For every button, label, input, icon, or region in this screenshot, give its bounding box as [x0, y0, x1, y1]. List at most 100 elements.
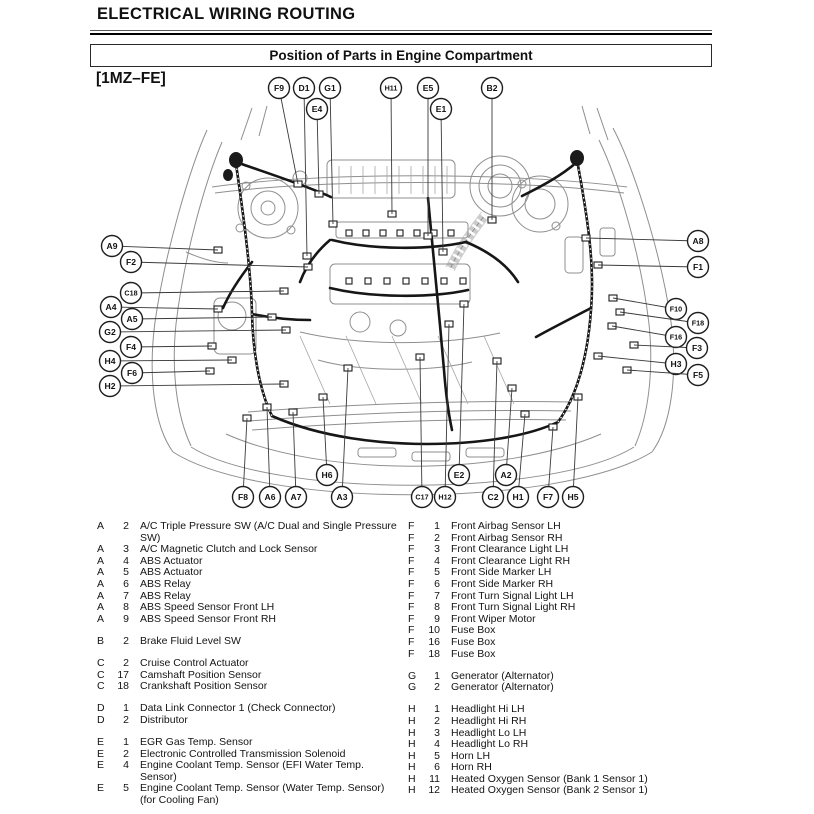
callout-circle — [480, 76, 504, 100]
part-number: 3 — [434, 543, 440, 556]
part-description: EGR Gas Temp. Sensor — [140, 735, 253, 748]
wiring-harness — [330, 238, 468, 250]
callout-label: F16 — [670, 333, 682, 342]
leader-line — [109, 383, 285, 387]
part-description: Fuse Box — [451, 624, 496, 637]
section-header-label: Position of Parts in Engine Compartment — [269, 48, 533, 63]
part-description: Data Link Connector 1 (Check Connector) — [140, 702, 336, 715]
callout-F7: F7 — [536, 423, 560, 509]
part-letter: A — [97, 520, 105, 532]
part-letter: F — [408, 601, 415, 614]
connector — [345, 277, 353, 285]
part-letter: E — [97, 747, 105, 760]
part-number: 10 — [428, 624, 440, 637]
callout-circle — [664, 325, 688, 349]
callout-label: A4 — [106, 302, 117, 312]
leader-line — [458, 303, 465, 476]
harness-grommet — [223, 169, 233, 181]
callout-circle — [119, 335, 143, 359]
legend-row: F 8 Front Turn Signal Light RH — [408, 602, 720, 614]
body-outline — [299, 331, 501, 344]
part-description: Heated Oxygen Sensor (Bank 1 Sensor 1) — [451, 772, 648, 785]
part-number: 18 — [428, 647, 440, 660]
part-description: Engine Coolant Temp. Sensor (Water Temp.… — [140, 782, 385, 806]
leader-line — [278, 87, 299, 185]
callout-G2: G2 — [98, 320, 291, 344]
harness-grommet — [229, 152, 243, 168]
part-description: Engine Coolant Temp. Sensor (EFI Water T… — [140, 759, 364, 783]
callout-circle — [686, 229, 710, 253]
support-line — [299, 335, 331, 405]
callout-label: A5 — [127, 314, 138, 324]
callout-circle — [98, 320, 122, 344]
callout-label: F3 — [692, 343, 702, 353]
part-description: Front Airbag Sensor RH — [451, 531, 563, 544]
component-outline — [213, 297, 257, 355]
callout-circle — [99, 295, 123, 319]
part-letter: F — [408, 647, 415, 660]
callout-label: F10 — [670, 305, 682, 314]
leader-line — [547, 426, 554, 498]
callout-C18: C18 — [119, 281, 289, 305]
harness-rib-texture — [557, 159, 593, 423]
connector — [396, 229, 404, 237]
part-number: 8 — [434, 601, 440, 614]
part-description: Camshaft Position Sensor — [140, 668, 262, 681]
callout-circle — [231, 485, 255, 509]
leader-line — [329, 87, 334, 225]
callout-label: E4 — [312, 104, 323, 114]
leader-line — [130, 290, 285, 294]
callout-A6: A6 — [258, 403, 282, 509]
connector — [440, 277, 448, 285]
leader-line — [303, 87, 308, 257]
part-description: Horn RH — [451, 761, 492, 774]
callout-A3: A3 — [330, 364, 354, 509]
part-letter: F — [408, 520, 415, 532]
part-number: 11 — [429, 772, 440, 785]
callout-A5: A5 — [120, 307, 277, 331]
part-description: Electronic Controlled Transmission Solen… — [140, 747, 346, 760]
callout-circle — [98, 349, 122, 373]
body-detail-circle — [235, 223, 245, 233]
callout-H2: H2 — [98, 374, 289, 398]
body-detail-circle — [487, 173, 513, 199]
section-header: Position of Parts in Engine Compartment — [90, 44, 712, 67]
body-outline — [240, 107, 253, 141]
callout-circle — [410, 485, 434, 509]
callout-circle — [284, 485, 308, 509]
part-letter: C — [97, 668, 105, 681]
part-number: 17 — [117, 668, 129, 681]
callout-C2: C2 — [481, 357, 505, 509]
leader-line — [492, 360, 498, 498]
wiring-harness — [464, 240, 520, 284]
callout-label: B2 — [487, 83, 498, 93]
callout-label: G1 — [324, 83, 336, 93]
callout-label: F2 — [126, 257, 136, 267]
part-number: 16 — [428, 635, 440, 648]
part-number: 1 — [434, 520, 440, 532]
wiring-harness — [520, 160, 579, 198]
leader-line — [597, 355, 677, 365]
callout-circle — [120, 361, 144, 385]
part-letter: H — [408, 738, 416, 751]
callout-circle — [416, 76, 440, 100]
component-outline — [335, 221, 469, 239]
callout-circle — [686, 311, 710, 335]
callout-label: F8 — [238, 492, 248, 502]
body-detail-circle — [389, 319, 407, 337]
callout-F18: F18 — [615, 308, 710, 335]
callout-A7: A7 — [284, 408, 308, 509]
component-outline — [599, 227, 616, 257]
part-description: Front Turn Signal Light RH — [451, 601, 576, 614]
